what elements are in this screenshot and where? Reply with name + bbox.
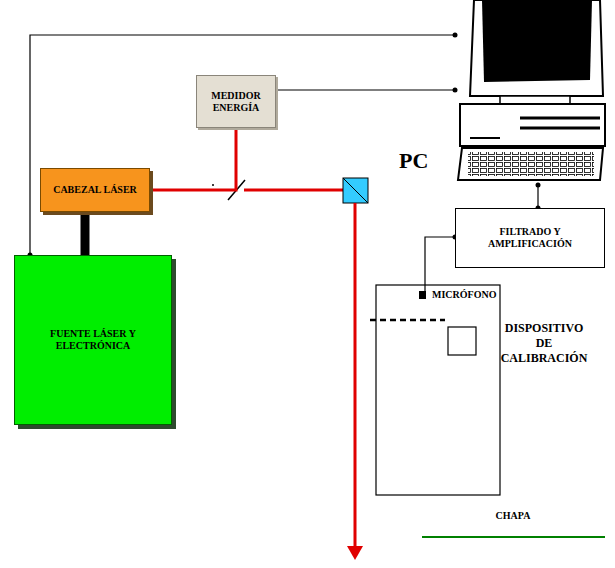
box-label: MEDIDOR ENERGÍA (203, 90, 269, 114)
computer-figure (458, 0, 605, 180)
sheet-line (422, 536, 605, 538)
beam-arrowhead (347, 546, 363, 560)
signal-wire (85, 212, 86, 255)
signal-wire (536, 183, 541, 211)
sample-plane (370, 319, 445, 322)
mic-wire (425, 237, 455, 291)
computer-node: PC (455, 0, 605, 185)
laser-beam (244, 189, 343, 192)
calibration-label: DISPOSITIVO DE CALIBRACIÓN (498, 321, 590, 366)
box-label: CABEZAL LÁSER (53, 184, 137, 196)
laser-source-box: FUENTE LÁSER Y ELECTRÓNICA (14, 255, 172, 425)
signal-wire (276, 88, 458, 93)
energy-meter-box: MEDIDOR ENERGÍA (196, 75, 276, 128)
microphone (419, 291, 426, 299)
microphone-label: MICRÓFONO (432, 289, 512, 302)
box-label: FILTRADO Y AMPLIFICACIÓN (462, 226, 598, 250)
prism-cube (343, 178, 368, 203)
calibration-device (448, 327, 476, 355)
laser-beam-down (354, 203, 357, 548)
chamber (376, 285, 500, 495)
filter-amplifier-box: FILTRADO Y AMPLIFICACIÓN (455, 208, 605, 268)
sheet-label: CHAPA (478, 510, 548, 523)
box-label: FUENTE LÁSER Y ELECTRÓNICA (45, 328, 141, 352)
laser-head-box: CABEZAL LÁSER (40, 168, 150, 212)
laser-beam (150, 128, 236, 190)
signal-wire (28, 33, 458, 258)
computer-label: PC (399, 148, 428, 174)
